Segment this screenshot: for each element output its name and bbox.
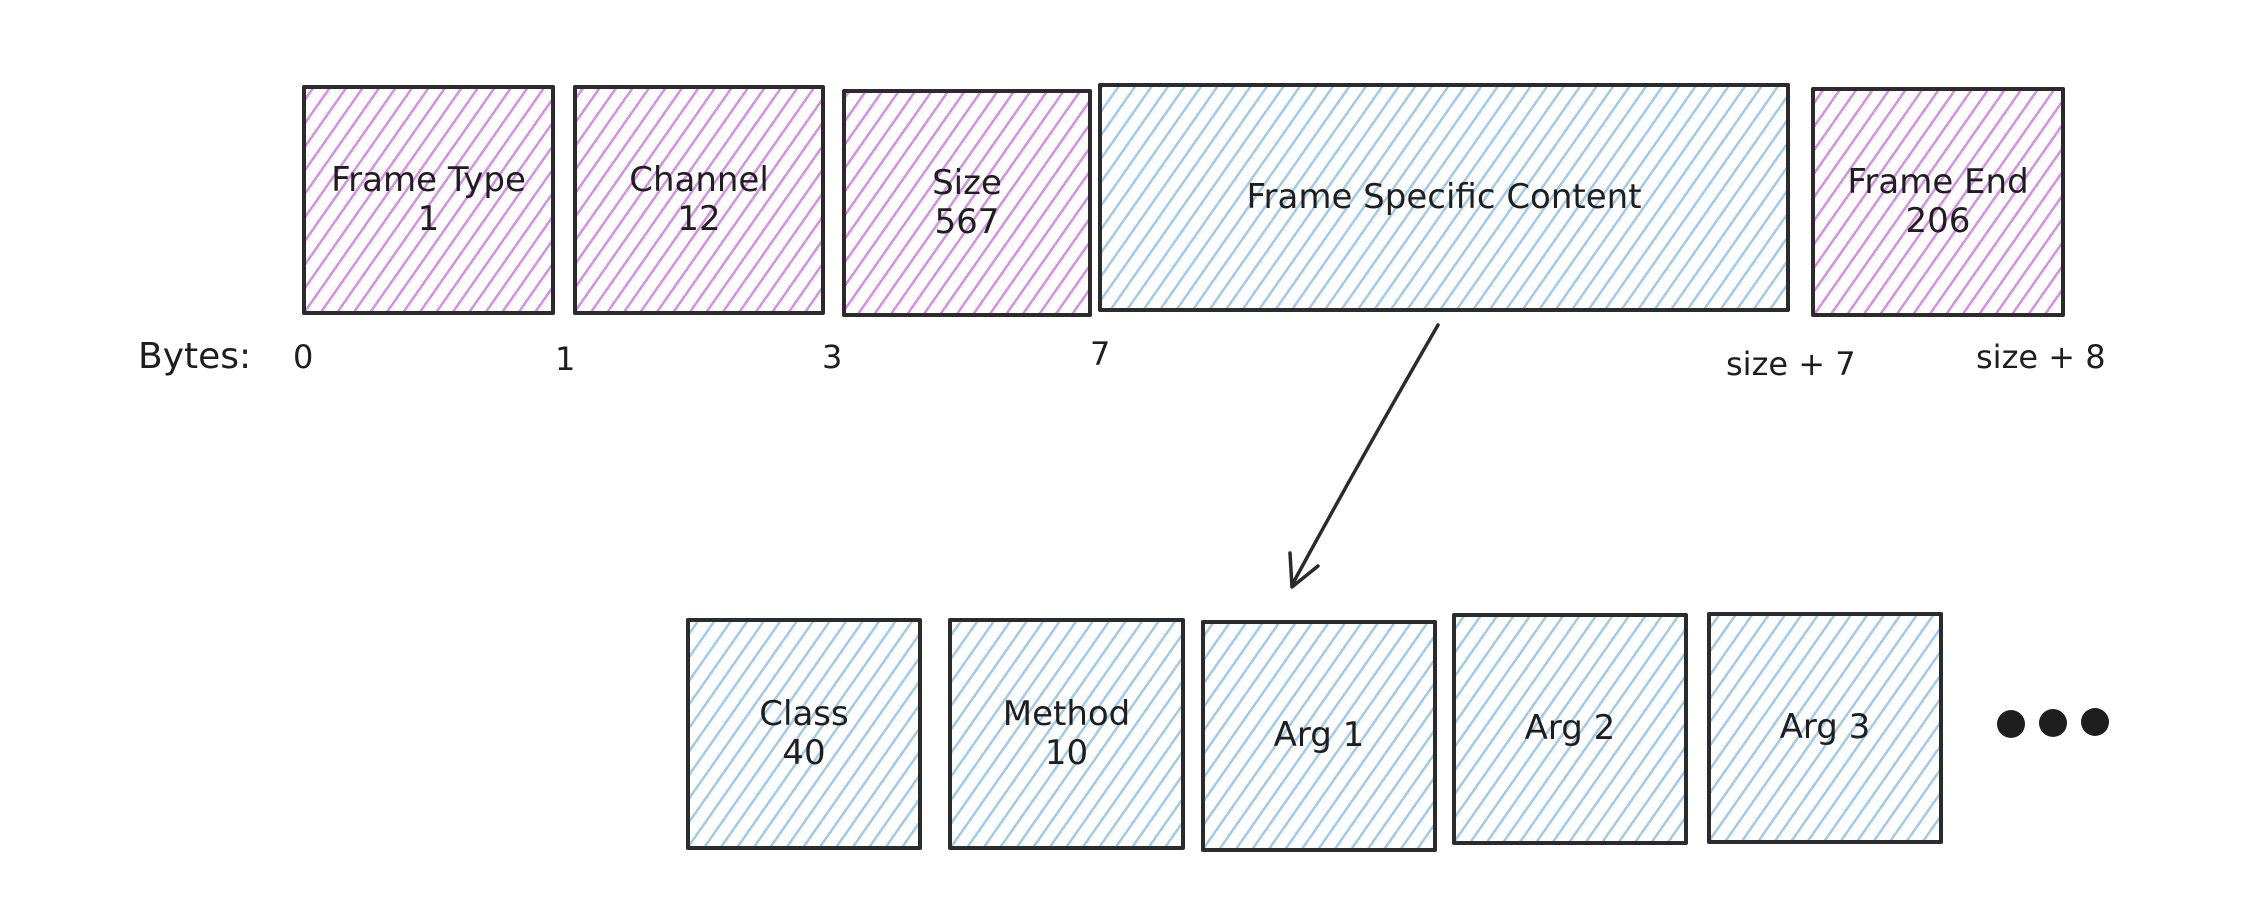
frame-end-value: 206 [1905, 201, 1971, 241]
byte-offset-3: 3 [822, 338, 843, 376]
byte-offset-1: 1 [555, 340, 576, 378]
channel-box: Channel 12 [573, 85, 825, 315]
class-label: Class [759, 693, 849, 734]
arg-2-box: Arg 2 [1452, 613, 1688, 845]
size-value: 567 [934, 202, 1000, 242]
byte-offset-size-plus-8: size + 8 [1976, 338, 2106, 376]
ellipsis-dot-2 [2039, 709, 2067, 737]
method-box: Method 10 [948, 618, 1185, 850]
byte-offset-size-plus-7: size + 7 [1726, 345, 1856, 383]
size-box: Size 567 [842, 89, 1092, 317]
arg-2-label: Arg 2 [1524, 708, 1616, 749]
class-box: Class 40 [686, 618, 922, 850]
size-label: Size [932, 162, 1002, 203]
frame-end-box: Frame End 206 [1811, 87, 2065, 317]
method-label: Method [1002, 693, 1131, 734]
class-value: 40 [782, 733, 826, 773]
ellipsis-dot-3 [2081, 708, 2109, 736]
method-value: 10 [1044, 733, 1089, 773]
arg-3-box: Arg 3 [1707, 612, 1943, 844]
frame-type-box: Frame Type 1 [302, 85, 555, 315]
frame-specific-content-label: Frame Specific Content [1246, 176, 1642, 217]
channel-value: 12 [677, 199, 721, 239]
arg-1-label: Arg 1 [1273, 715, 1365, 756]
frame-specific-content-box: Frame Specific Content [1098, 83, 1790, 312]
byte-offset-0: 0 [293, 338, 314, 376]
frame-type-value: 1 [417, 199, 440, 239]
bytes-title: Bytes: [138, 336, 252, 377]
frame-end-label: Frame End [1847, 161, 2029, 202]
frame-type-label: Frame Type [331, 159, 526, 200]
ellipsis-dot-1 [1997, 710, 2025, 738]
channel-label: Channel [629, 159, 769, 200]
arg-1-box: Arg 1 [1201, 620, 1437, 852]
arg-3-label: Arg 3 [1779, 707, 1871, 748]
byte-offset-7: 7 [1090, 335, 1111, 373]
